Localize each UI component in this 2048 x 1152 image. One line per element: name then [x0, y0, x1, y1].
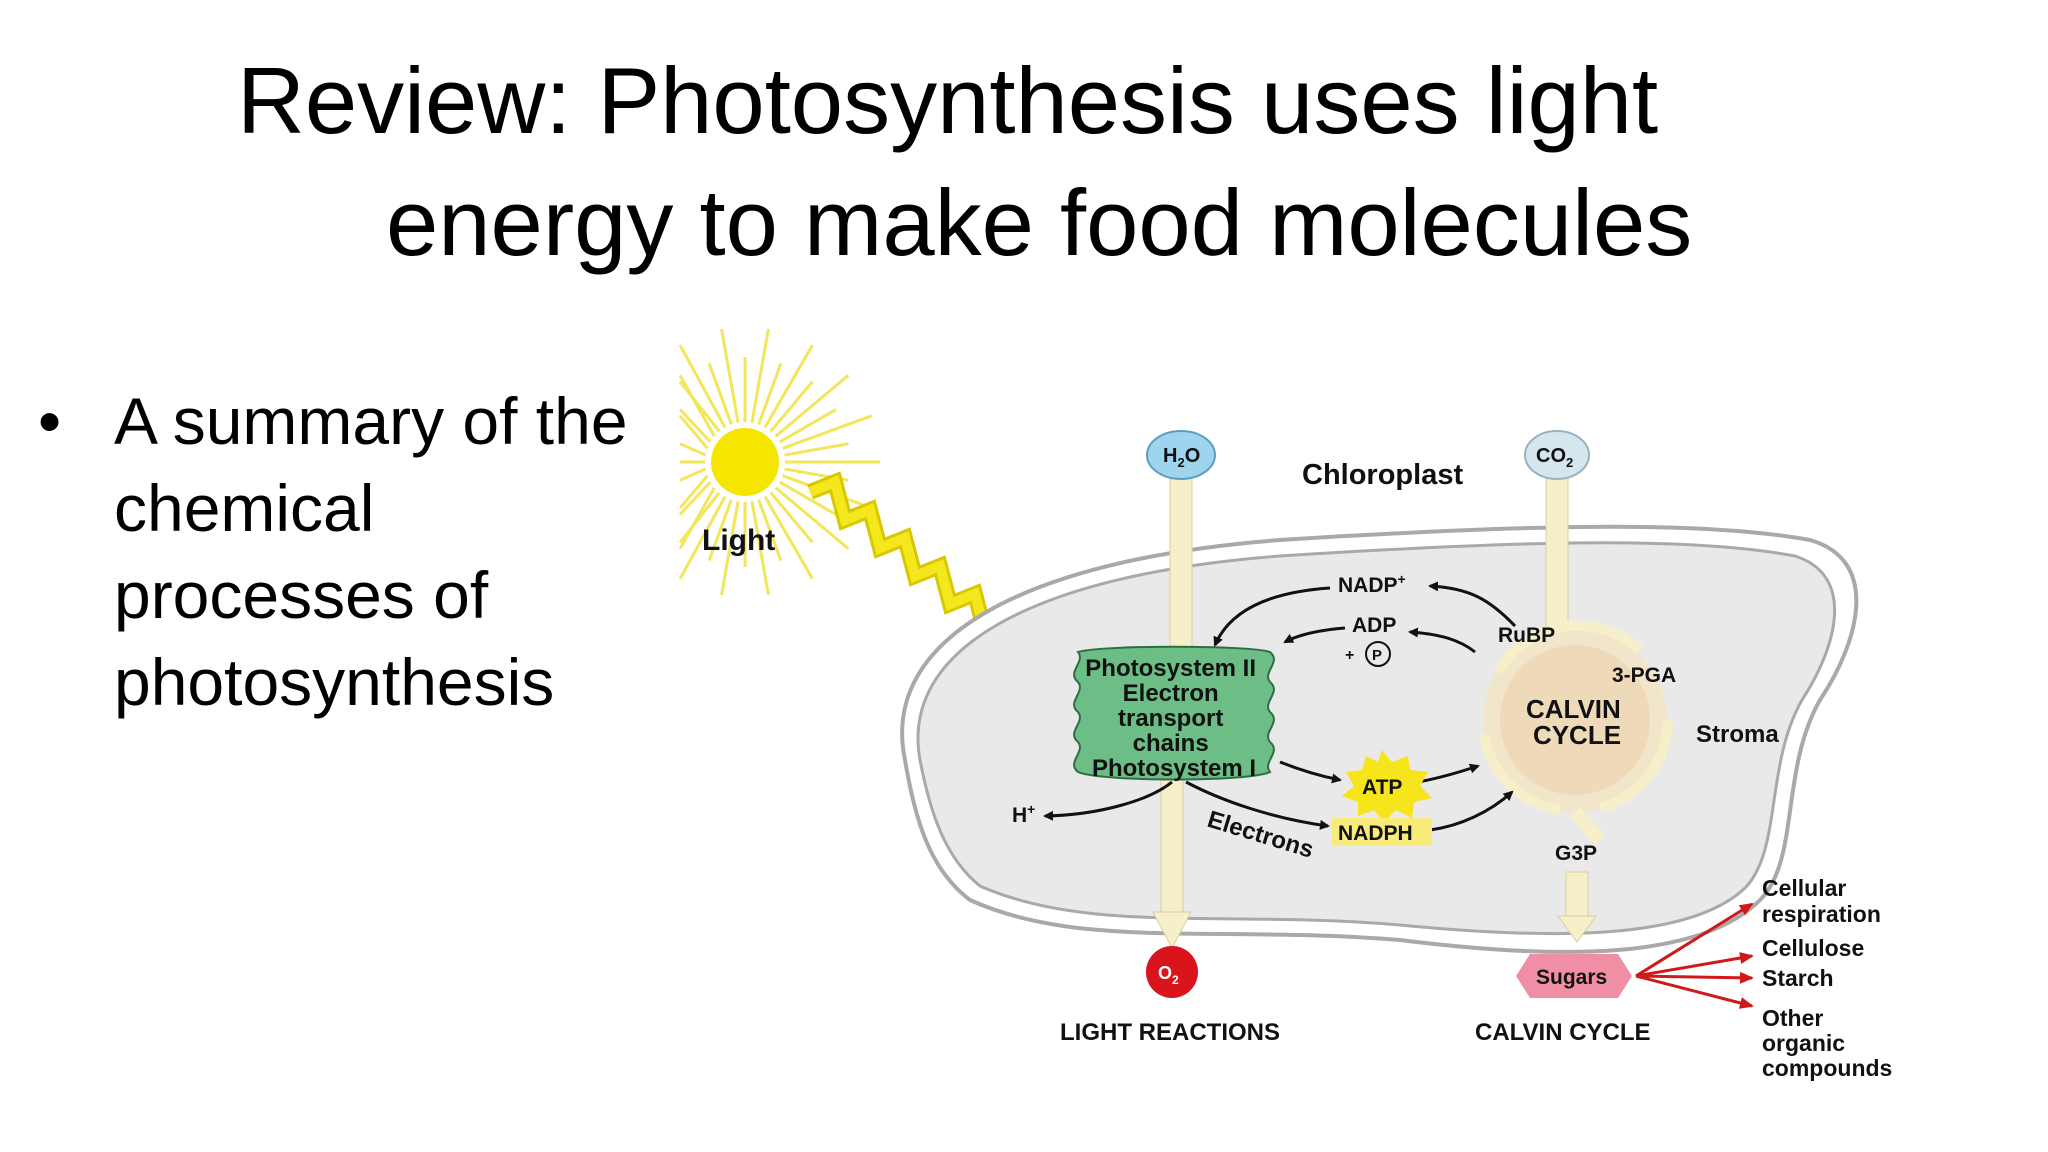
product-arrows — [1635, 902, 1754, 1009]
sun-ray — [720, 328, 740, 423]
sun-ray — [782, 414, 873, 450]
sun-ray — [678, 486, 716, 550]
sun-ray — [679, 442, 707, 457]
chloroplast-label: Chloroplast — [1302, 459, 1463, 491]
co2-label: CO2 — [1536, 445, 1573, 470]
sun-ray — [707, 362, 733, 425]
sun-ray — [678, 408, 712, 444]
nadp-label: NADP+ — [1338, 571, 1406, 597]
nadph-highlight — [1332, 818, 1432, 846]
sugar-pipe — [1565, 871, 1589, 923]
oxygen-pipe — [1160, 769, 1184, 921]
sun-ray — [720, 501, 740, 596]
sun-ray — [678, 474, 709, 510]
sun-ray — [757, 499, 783, 562]
sugars-label: Sugars — [1536, 966, 1607, 989]
sun-ray — [769, 380, 814, 433]
light-reactions-label: LIGHT REACTIONS — [1060, 1019, 1280, 1046]
calvin-cycle-bottom-label: CALVIN CYCLE — [1475, 1019, 1651, 1046]
calvin-cycle-circle — [1500, 645, 1650, 795]
sun-ray — [757, 362, 783, 425]
light-label: Light — [702, 524, 775, 557]
g3p-label: G3P — [1555, 842, 1597, 865]
photosystem-text: Photosystem II Electron transport chains… — [1085, 655, 1262, 782]
plus-sign: + — [1345, 647, 1354, 664]
sun-ray — [774, 486, 850, 550]
sun-ray — [784, 442, 849, 457]
water-label: H2O — [1163, 445, 1200, 470]
sun-ray — [778, 408, 837, 444]
sun-ray — [763, 495, 814, 580]
sugars-shape — [1516, 954, 1632, 998]
phosphate-icon — [1365, 641, 1391, 667]
stroma-label: Stroma — [1696, 721, 1779, 748]
sun-ray — [678, 380, 721, 433]
co2-drop-icon — [1524, 430, 1590, 480]
sun-ray — [763, 344, 814, 429]
oxygen-circle — [1146, 946, 1198, 998]
reaction-arrows — [1043, 581, 1517, 832]
atp-label: ATP — [1362, 776, 1402, 799]
sun-ray — [774, 374, 850, 438]
phosphate-label: P — [1372, 647, 1382, 664]
sun-ray — [778, 480, 837, 516]
h-ion-label: H+ — [1012, 801, 1035, 827]
title-line-1: Review: Photosynthesis uses light — [237, 48, 1659, 153]
sun-ray — [750, 328, 770, 423]
bullet-dot: • — [38, 384, 62, 458]
sun-ray — [678, 414, 709, 450]
sun-ray — [678, 480, 712, 516]
sun-ray — [707, 499, 733, 562]
thylakoid-stack — [1073, 645, 1275, 781]
adp-label: ADP — [1352, 614, 1396, 637]
sun-ray — [678, 344, 727, 429]
title-line-2: energy to make food molecules — [386, 170, 1693, 275]
oxygen-label: O2 — [1158, 963, 1179, 987]
sun-icon — [678, 328, 880, 596]
sun-ray — [678, 495, 727, 580]
product-labels: Cellular respiration Cellulose Starch Ot… — [1762, 875, 1892, 1081]
sun-ray — [679, 467, 707, 482]
sun-ray — [769, 491, 814, 544]
atp-burst-icon — [1342, 750, 1432, 822]
nadph-label: NADPH — [1338, 822, 1413, 845]
rubp-label: RuBP — [1498, 624, 1555, 647]
water-pipe — [1169, 475, 1193, 667]
water-drop-icon — [1146, 430, 1216, 480]
pga-label: 3-PGA — [1612, 664, 1676, 687]
sun-ray — [750, 501, 770, 596]
calvin-cycle-text: CALVIN CYCLE — [1526, 694, 1628, 750]
sun-core — [711, 428, 779, 496]
bullet-text: A summary of the chemical processes of p… — [114, 384, 628, 719]
